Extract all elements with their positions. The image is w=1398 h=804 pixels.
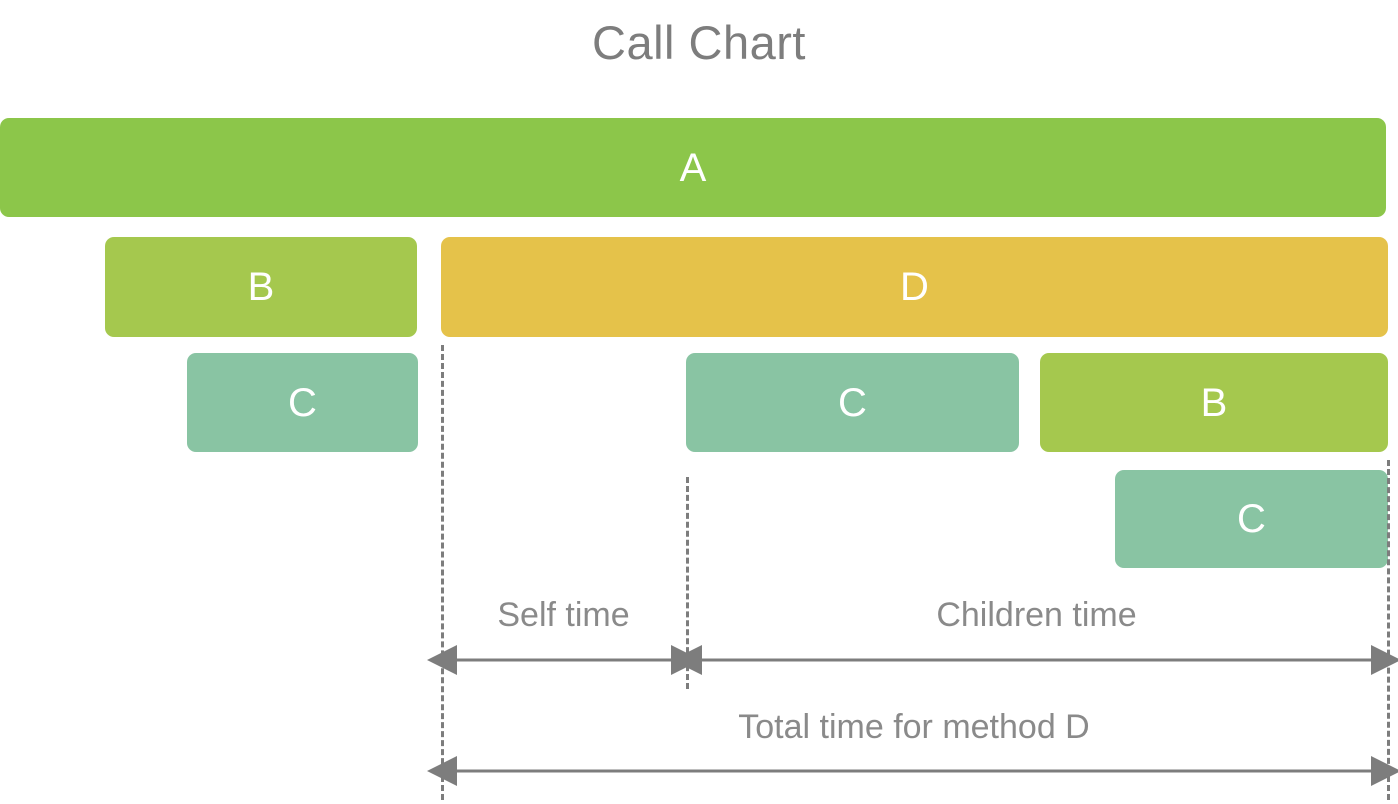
call-bar-label: C <box>838 380 867 425</box>
call-bar-c-2[interactable]: C <box>686 353 1019 452</box>
total-time-arrow <box>427 756 1398 786</box>
call-bar-label: C <box>1237 497 1266 541</box>
page-title: Call Chart <box>592 16 806 69</box>
children-time-arrow <box>672 645 1398 675</box>
call-bar-d[interactable]: D <box>441 237 1388 337</box>
children-time-label: Children time <box>936 596 1137 634</box>
call-bar-label: D <box>900 265 929 309</box>
marker-line-d-start <box>441 345 444 800</box>
call-bar-label: A <box>679 145 707 190</box>
call-bar-b-2[interactable]: B <box>1040 353 1388 452</box>
total-time-label: Total time for method D <box>738 708 1090 746</box>
call-bar-b-1[interactable]: B <box>105 237 417 337</box>
call-bar-label: B <box>1200 380 1228 425</box>
self-time-label: Self time <box>497 596 630 634</box>
self-time-arrow <box>427 645 701 675</box>
call-bar-label: C <box>288 380 317 425</box>
marker-line-d-end <box>1387 460 1390 800</box>
call-bar-a[interactable]: A <box>0 118 1386 217</box>
marker-line-self-children-split <box>686 477 689 689</box>
call-bar-c-3[interactable]: C <box>1115 470 1388 568</box>
call-bar-label: B <box>247 265 275 309</box>
call-bar-c-1[interactable]: C <box>187 353 418 452</box>
